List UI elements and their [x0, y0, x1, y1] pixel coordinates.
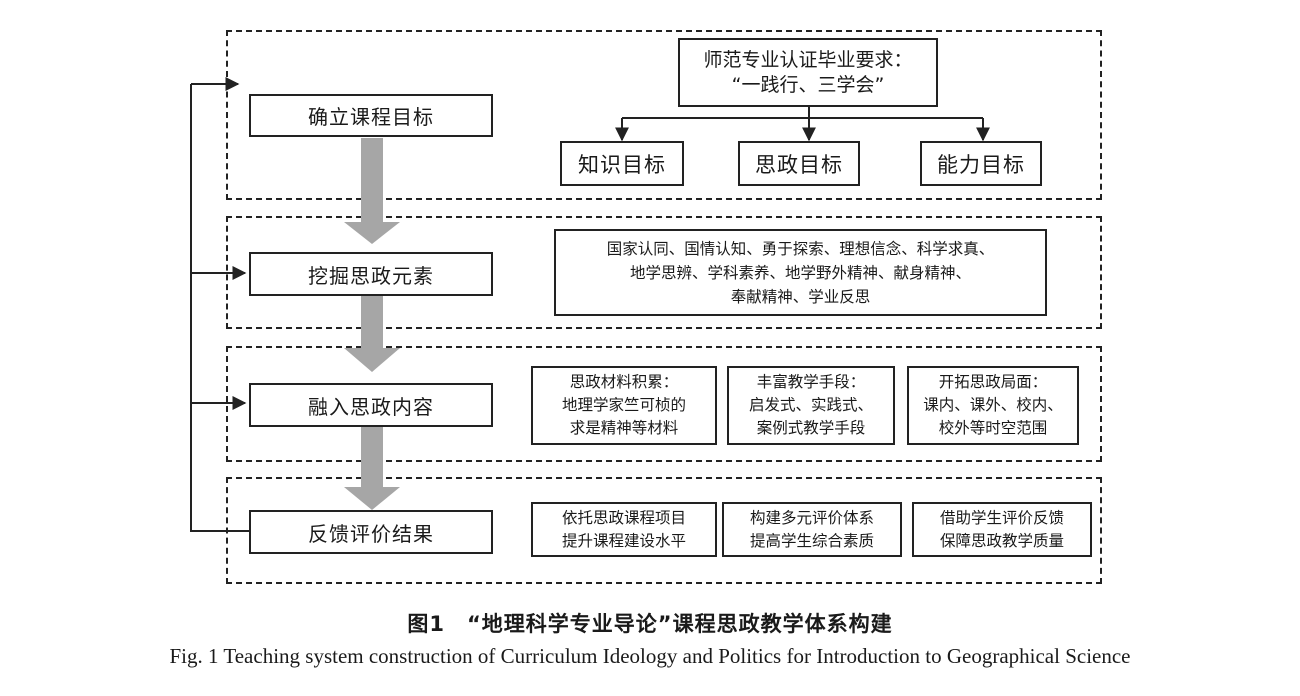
content-scope-box: 开拓思政局面： 课内、课外、校内、 校外等时空范围: [907, 366, 1079, 445]
content-methods-line: 案例式教学手段: [756, 419, 866, 437]
content-methods-line: 丰富教学手段：: [756, 373, 866, 391]
content-scope-line: 开拓思政局面：: [938, 373, 1048, 391]
requirement-line-2: “一践行、三学会”: [731, 73, 885, 96]
feedback-evaluation-line: 构建多元评价体系: [749, 508, 874, 527]
feedback-quality-line: 借助学生评价反馈: [939, 508, 1064, 527]
feedback-project-line: 依托思政课程项目: [561, 508, 686, 527]
content-scope-line: 课内、课外、校内、: [923, 396, 1063, 414]
content-materials-line: 求是精神等材料: [569, 419, 679, 437]
goal-ability: 能力目标: [920, 141, 1042, 186]
panel-goals: [226, 30, 1102, 200]
flow-arrow-3: [344, 427, 400, 510]
feedback-quality-box: 借助学生评价反馈 保障思政教学质量: [912, 502, 1092, 557]
stage-establish-goals: 确立课程目标: [249, 94, 493, 137]
elements-line-2: 地学思辨、学科素养、地学野外精神、献身精神、: [629, 263, 971, 282]
content-scope-line: 校外等时空范围: [938, 419, 1048, 437]
requirement-line-1: 师范专业认证毕业要求：: [703, 48, 913, 71]
feedback-project-line: 提升课程建设水平: [561, 531, 686, 550]
content-methods-line: 启发式、实践式、: [748, 396, 873, 414]
goal-ideology: 思政目标: [738, 141, 860, 186]
goal-knowledge: 知识目标: [560, 141, 684, 186]
feedback-quality-line: 保障思政教学质量: [939, 531, 1064, 550]
flow-arrow-1: [344, 138, 400, 244]
content-methods-box: 丰富教学手段： 启发式、实践式、 案例式教学手段: [727, 366, 895, 445]
stage-feedback-results: 反馈评价结果: [249, 510, 493, 554]
feedback-loop-line: [190, 84, 249, 532]
feedback-project-box: 依托思政课程项目 提升课程建设水平: [531, 502, 717, 557]
flow-arrow-2: [344, 296, 400, 372]
requirement-box: 师范专业认证毕业要求： “一践行、三学会”: [678, 38, 938, 107]
feedback-evaluation-line: 提高学生综合素质: [749, 531, 874, 550]
figure-caption-cn: 图1 “地理科学专业导论”课程思政教学体系构建: [407, 612, 893, 636]
elements-line-1: 国家认同、国情认知、勇于探索、理想信念、科学求真、: [606, 239, 995, 258]
content-materials-box: 思政材料积累： 地理学家竺可桢的 求是精神等材料: [531, 366, 717, 445]
ideology-elements-box: 国家认同、国情认知、勇于探索、理想信念、科学求真、 地学思辨、学科素养、地学野外…: [554, 229, 1047, 316]
figure-caption-en: Fig. 1 Teaching system construction of C…: [169, 644, 1131, 668]
content-materials-line: 思政材料积累：: [569, 373, 679, 391]
stage-mine-elements: 挖掘思政元素: [249, 252, 493, 296]
stage-integrate-content: 融入思政内容: [249, 383, 493, 427]
feedback-evaluation-box: 构建多元评价体系 提高学生综合素质: [722, 502, 902, 557]
elements-line-3: 奉献精神、学业反思: [730, 287, 871, 306]
content-materials-line: 地理学家竺可桢的: [561, 396, 686, 414]
